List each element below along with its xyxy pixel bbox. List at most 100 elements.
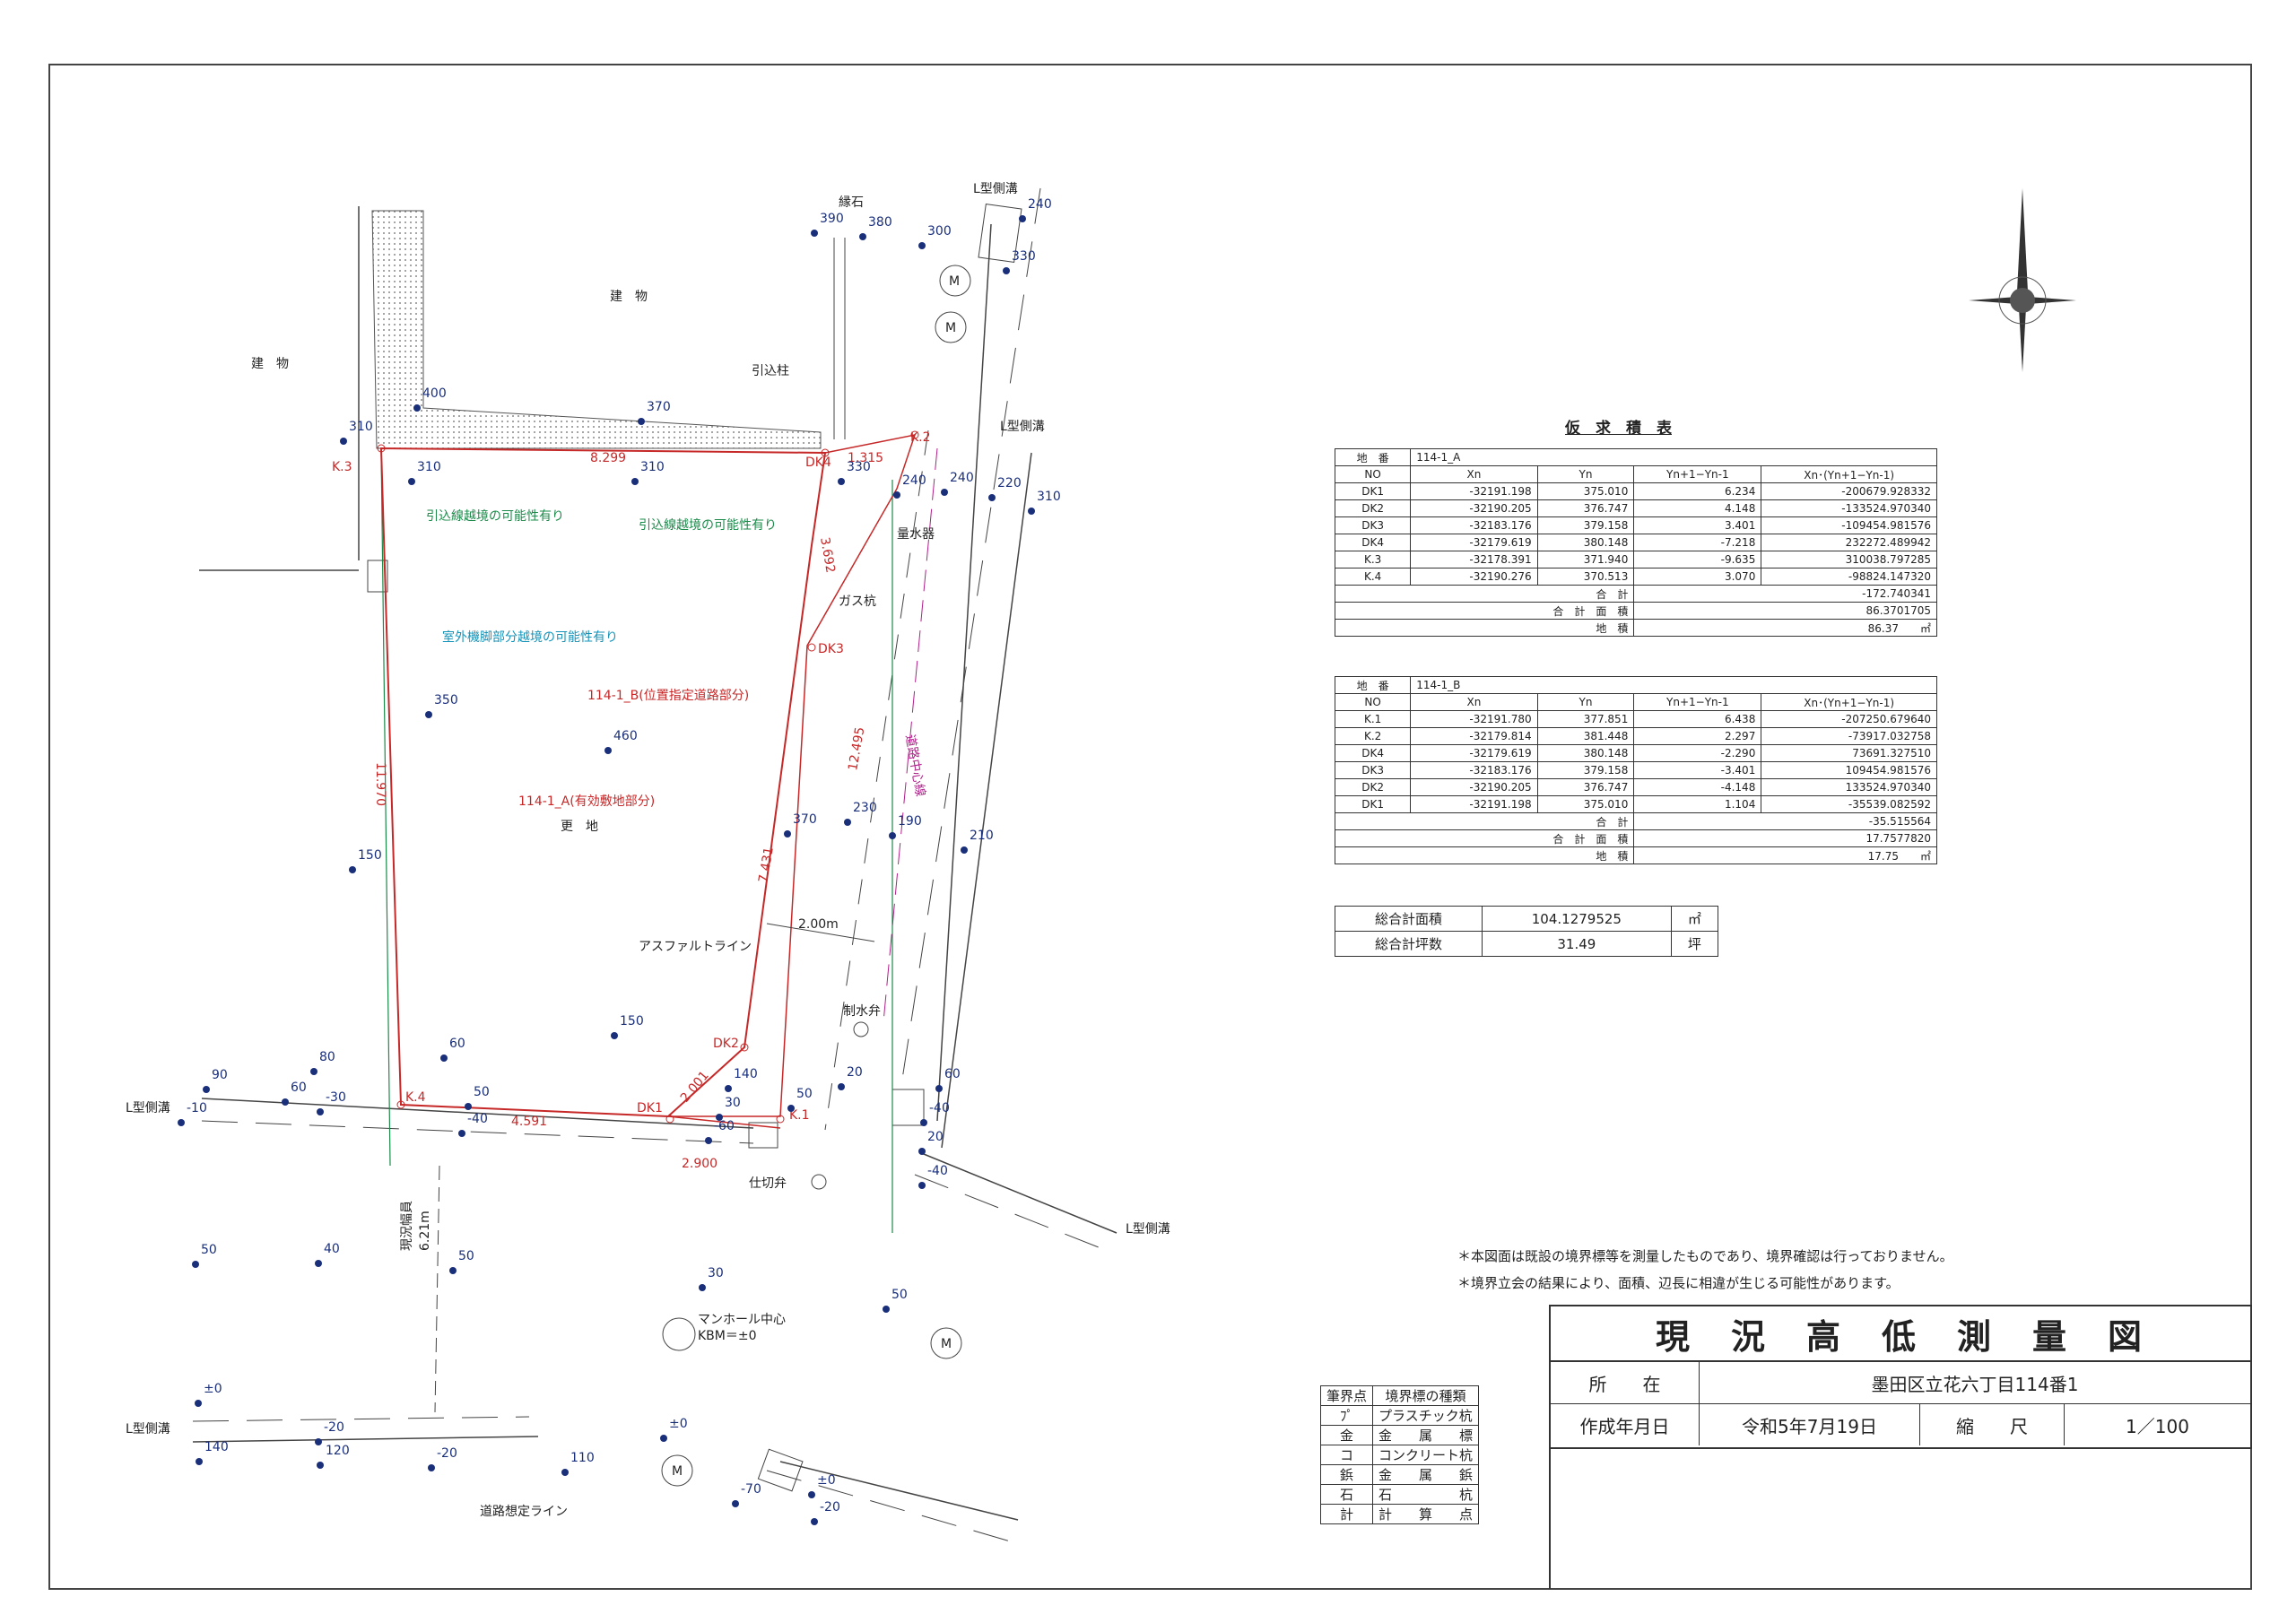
elevation-label: 150 xyxy=(358,848,382,863)
point-k1: K.1 xyxy=(789,1108,810,1123)
table-cell: -32191.198 xyxy=(1410,482,1538,500)
table-cell: -2.290 xyxy=(1633,744,1762,762)
area-unit: ㎡ xyxy=(1919,849,1931,863)
label-area-a: 114-1_A(有効敷地部分) xyxy=(518,794,655,809)
point-k4: K.4 xyxy=(405,1090,426,1105)
grand-area-unit: ㎡ xyxy=(1670,906,1719,932)
label-l-gutter-br: L型側溝 xyxy=(1126,1222,1170,1237)
area-label: 地 積 xyxy=(1334,846,1635,864)
elevation-label: 240 xyxy=(1028,197,1052,212)
grand-tsubo-unit: 坪 xyxy=(1670,931,1719,957)
table-cell: 371.940 xyxy=(1536,551,1635,568)
dist-2900: 2.900 xyxy=(682,1157,718,1171)
label-manhole: マンホール中心 xyxy=(698,1313,786,1327)
manhole-m-3 xyxy=(930,1327,962,1359)
legend-label: 計 算 点 xyxy=(1372,1504,1480,1524)
elevation-dot xyxy=(699,1284,706,1291)
elevation-label: 310 xyxy=(349,420,373,434)
outdoor-unit xyxy=(367,560,388,593)
date-label: 作成年月日 xyxy=(1551,1404,1700,1445)
area-number: 86.37 xyxy=(1867,621,1899,635)
elevation-dot xyxy=(725,1085,732,1092)
label-l-gutter-left: L型側溝 xyxy=(126,1101,170,1115)
manhole-m-2 xyxy=(935,311,967,343)
road-dash-lower-right xyxy=(766,1470,1014,1543)
manhole-m-label-1: M xyxy=(949,274,960,289)
table-cell: 370.513 xyxy=(1536,568,1635,586)
label-sarachi: 更 地 xyxy=(561,820,598,834)
legend-row: 石石 杭 xyxy=(1319,1484,1480,1505)
label-road-width-val: 6.21m xyxy=(418,1211,432,1251)
elevation-dot xyxy=(811,230,818,237)
area-unit: ㎡ xyxy=(1919,621,1931,635)
manhole-kbm xyxy=(662,1317,696,1351)
grand-tsubo-value: 31.49 xyxy=(1481,931,1672,957)
elevation-label: 240 xyxy=(902,473,926,488)
label-l-gutter-bottom: L型側溝 xyxy=(126,1422,170,1436)
elevation-label: -40 xyxy=(467,1112,488,1126)
label-asphalt: アスファルトライン xyxy=(639,940,752,954)
elevation-dot xyxy=(178,1119,185,1126)
table-cell: DK2 xyxy=(1334,778,1412,796)
legend-row: 計計 算 点 xyxy=(1319,1504,1480,1524)
legend-symbol-icon: ﾌﾟ xyxy=(1319,1405,1374,1426)
note-1: ＊本図面は既設の境界標等を測量したものであり、境界確認は行っておりません。 xyxy=(1457,1248,1953,1264)
elevation-dot xyxy=(941,489,948,496)
elevation-label: 50 xyxy=(458,1249,474,1263)
grand-area-value: 104.1279525 xyxy=(1481,906,1672,932)
col-header: Yn xyxy=(1536,465,1635,483)
label-kbm: KBM＝±0 xyxy=(698,1329,757,1343)
elevation-label: 150 xyxy=(620,1014,644,1028)
legend-label: 石 杭 xyxy=(1372,1484,1480,1505)
elevation-dot xyxy=(561,1469,569,1476)
table-cell: 109454.981576 xyxy=(1761,761,1937,779)
road-dash-2 xyxy=(900,187,1041,1086)
table-cell: 2.297 xyxy=(1633,727,1762,745)
total-value: 17.7577820 xyxy=(1633,829,1937,847)
label-pole: 引込柱 xyxy=(752,364,789,378)
area-label: 地 積 xyxy=(1334,619,1635,637)
elevation-label: 240 xyxy=(950,471,974,485)
scale-value: 1／100 xyxy=(2126,1415,2189,1437)
table-cell: 4.148 xyxy=(1633,499,1762,517)
elevation-label: 330 xyxy=(847,460,871,474)
elevation-label: 140 xyxy=(734,1067,758,1081)
elevation-label: -20 xyxy=(437,1446,457,1461)
gutter-box-right xyxy=(891,1089,925,1126)
dist-8299: 8.299 xyxy=(590,451,626,465)
elevation-label: 60 xyxy=(944,1067,961,1081)
elevation-dot xyxy=(918,1148,926,1155)
elevation-dot xyxy=(859,233,866,240)
title-frame-line xyxy=(1549,1445,1551,1589)
elevation-label: 390 xyxy=(820,212,844,226)
elevation-label: 50 xyxy=(201,1243,217,1257)
point-k3: K.3 xyxy=(332,460,352,474)
legend-body: ﾌﾟプラスチック杭金金 属 標ココンクリート杭鋲金 属 鋲石石 杭計計 算 点 xyxy=(1319,1405,1480,1524)
elevation-dot xyxy=(192,1261,199,1268)
table-cell: -32178.391 xyxy=(1410,551,1538,568)
grand-area-label: 総合計面積 xyxy=(1335,906,1483,932)
elevation-label: -20 xyxy=(324,1420,344,1435)
elevation-dot xyxy=(961,846,968,854)
elevation-dot xyxy=(784,830,791,838)
elevation-dot xyxy=(811,1518,818,1525)
table-cell: -32179.619 xyxy=(1410,534,1538,551)
table-cell: -32179.619 xyxy=(1410,744,1538,762)
table-cell: DK1 xyxy=(1334,795,1412,813)
elevation-label: 90 xyxy=(212,1068,228,1082)
elevation-dot xyxy=(716,1114,723,1121)
label-area-b: 114-1_B(位置指定道路部分) xyxy=(587,689,749,703)
elevation-label: -10 xyxy=(187,1101,207,1115)
col-header: Yn+1−Yn-1 xyxy=(1633,465,1762,483)
table-cell: -109454.981576 xyxy=(1761,516,1937,534)
table-cell: DK1 xyxy=(1334,482,1412,500)
total-value: 86.3701705 xyxy=(1633,602,1937,620)
elevation-label: 50 xyxy=(796,1087,813,1101)
neighbor-hatched-area xyxy=(371,210,822,449)
table-cell: -32179.814 xyxy=(1410,727,1538,745)
elevation-dot xyxy=(935,1085,943,1092)
dist-11970: 11.970 xyxy=(373,762,387,806)
legend-row: 金金 属 標 xyxy=(1319,1425,1480,1445)
